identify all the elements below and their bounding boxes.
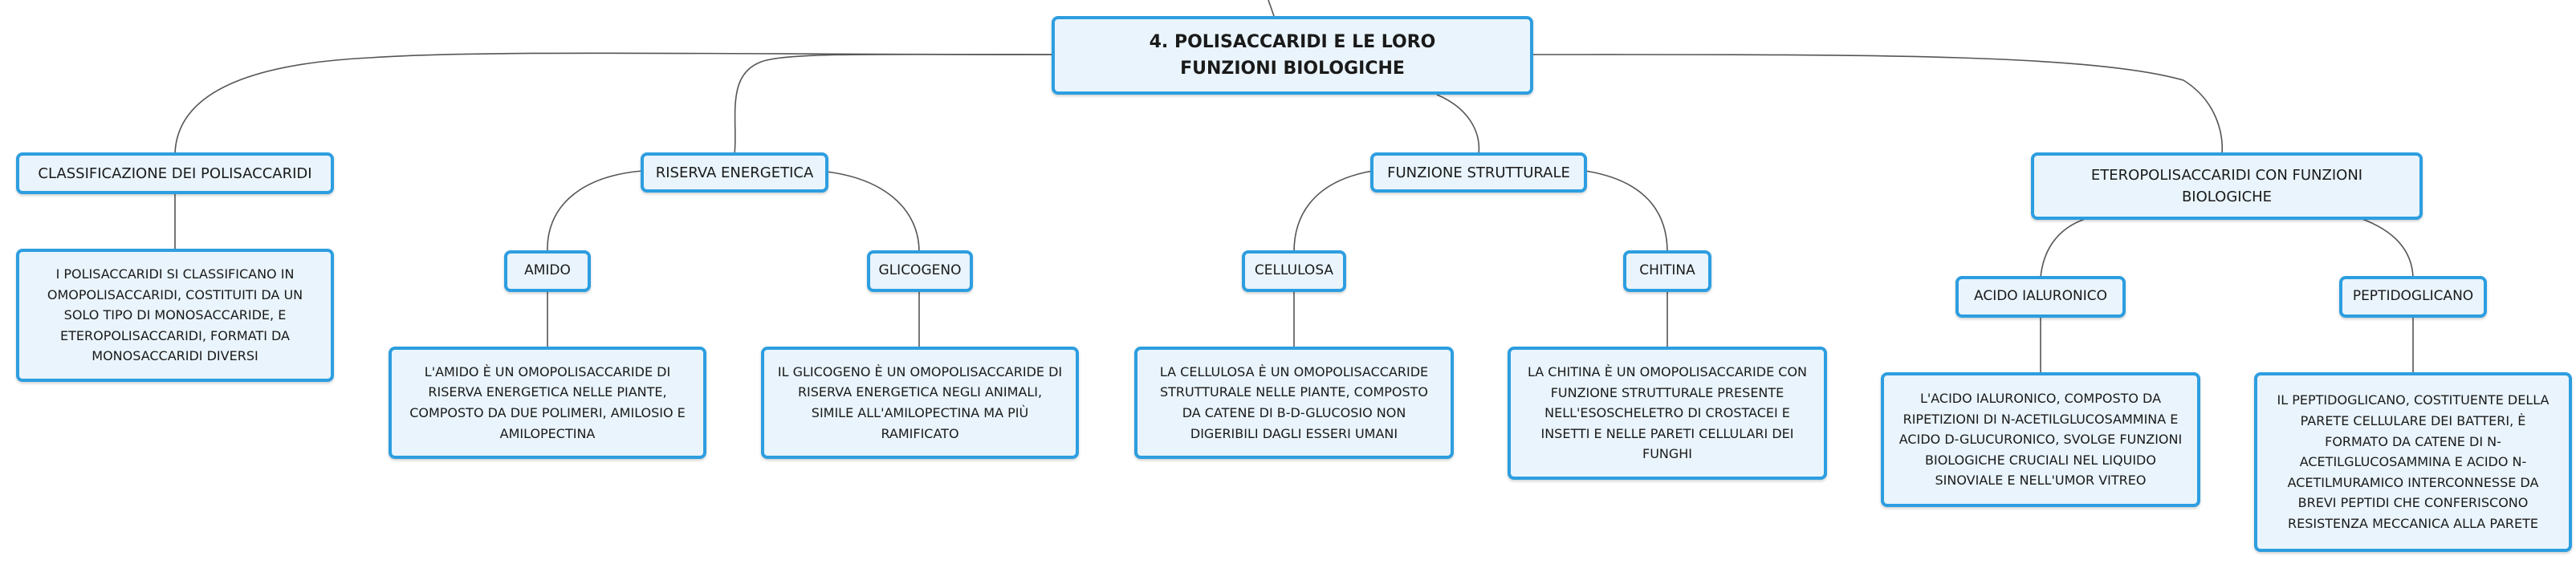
detail-peptidoglicano-text: IL PEPTIDOGLICANO, COSTITUENTE DELLA PAR… xyxy=(2277,392,2550,531)
topic-acido-ialuronico[interactable]: ACIDO IALURONICO xyxy=(1955,276,2126,318)
connector-root-strutturale xyxy=(1436,94,1480,155)
root-topic-label: 4. POLISACCARIDI E LE LORO FUNZIONI BIOL… xyxy=(1149,32,1436,79)
root-topic[interactable]: 4. POLISACCARIDI E LE LORO FUNZIONI BIOL… xyxy=(1052,16,1533,95)
detail-cellulosa[interactable]: LA CELLULOSA È UN OMOPOLISACCARIDE STRUT… xyxy=(1134,347,1454,459)
topic-cellulosa-label: CELLULOSA xyxy=(1254,262,1334,279)
connector-root-classificazione xyxy=(174,52,1052,155)
detail-amido-text: L'AMIDO È UN OMOPOLISACCARIDE DI RISERVA… xyxy=(409,363,686,441)
topic-chitina[interactable]: CHITINA xyxy=(1623,250,1711,292)
topic-classificazione[interactable]: CLASSIFICAZIONE DEI POLISACCARIDI xyxy=(16,152,334,194)
connector-root-riserva xyxy=(734,53,1052,155)
connector-root-top xyxy=(1268,0,1275,17)
topic-peptidoglicano-label: PEPTIDOGLICANO xyxy=(2352,288,2474,305)
detail-chitina-text: LA CHITINA È UN OMOPOLISACCARIDE CON FUN… xyxy=(1527,364,1808,462)
detail-classificazione[interactable]: I POLISACCARIDI SI CLASSIFICANO IN OMOPO… xyxy=(16,249,334,382)
topic-eteropolisaccaridi[interactable]: ETEROPOLISACCARIDI CON FUNZIONI BIOLOGIC… xyxy=(2031,152,2423,220)
topic-cellulosa[interactable]: CELLULOSA xyxy=(1242,250,1346,292)
topic-funzione-strutturale[interactable]: FUNZIONE STRUTTURALE xyxy=(1370,152,1587,193)
topic-acido-ialuronico-label: ACIDO IALURONICO xyxy=(1974,288,2107,305)
topic-amido-label: AMIDO xyxy=(524,262,571,279)
connector-etero-ialuronico xyxy=(2040,217,2088,278)
detail-cellulosa-text: LA CELLULOSA È UN OMOPOLISACCARIDE STRUT… xyxy=(1159,363,1429,441)
connector-etero-peptidoglicano xyxy=(2359,217,2414,278)
detail-acido-ialuronico[interactable]: L'ACIDO IALURONICO, COMPOSTO DA RIPETIZI… xyxy=(1881,372,2200,507)
detail-glicogeno-text: IL GLICOGENO È UN OMOPOLISACCARIDE DI RI… xyxy=(777,363,1063,441)
topic-chitina-label: CHITINA xyxy=(1639,262,1695,279)
connector-strutturale-chitina xyxy=(1585,170,1668,253)
detail-glicogeno[interactable]: IL GLICOGENO È UN OMOPOLISACCARIDE DI RI… xyxy=(761,347,1079,459)
topic-amido[interactable]: AMIDO xyxy=(504,250,591,292)
topic-peptidoglicano[interactable]: PEPTIDOGLICANO xyxy=(2339,276,2487,318)
topic-glicogeno-label: GLICOGENO xyxy=(878,262,962,279)
detail-acido-ialuronico-text: L'ACIDO IALURONICO, COMPOSTO DA RIPETIZI… xyxy=(1898,391,2183,489)
detail-peptidoglicano[interactable]: IL PEPTIDOGLICANO, COSTITUENTE DELLA PAR… xyxy=(2254,372,2572,552)
topic-riserva-energetica[interactable]: RISERVA ENERGETICA xyxy=(641,152,828,193)
connector-strutturale-cellulosa xyxy=(1293,170,1373,253)
detail-amido[interactable]: L'AMIDO È UN OMOPOLISACCARIDE DI RISERVA… xyxy=(389,347,706,459)
connector-root-etero xyxy=(1532,54,2224,155)
topic-riserva-energetica-label: RISERVA ENERGETICA xyxy=(655,164,814,181)
topic-classificazione-label: CLASSIFICAZIONE DEI POLISACCARIDI xyxy=(38,164,312,182)
connector-riserva-glicogeno xyxy=(818,170,920,253)
topic-funzione-strutturale-label: FUNZIONE STRUTTURALE xyxy=(1387,164,1570,181)
detail-classificazione-text: I POLISACCARIDI SI CLASSIFICANO IN OMOPO… xyxy=(47,266,303,364)
detail-chitina[interactable]: LA CHITINA È UN OMOPOLISACCARIDE CON FUN… xyxy=(1508,347,1827,480)
topic-eteropolisaccaridi-label: ETEROPOLISACCARIDI CON FUNZIONI BIOLOGIC… xyxy=(2090,167,2363,205)
connector-riserva-amido xyxy=(547,170,643,253)
topic-glicogeno[interactable]: GLICOGENO xyxy=(867,250,973,292)
